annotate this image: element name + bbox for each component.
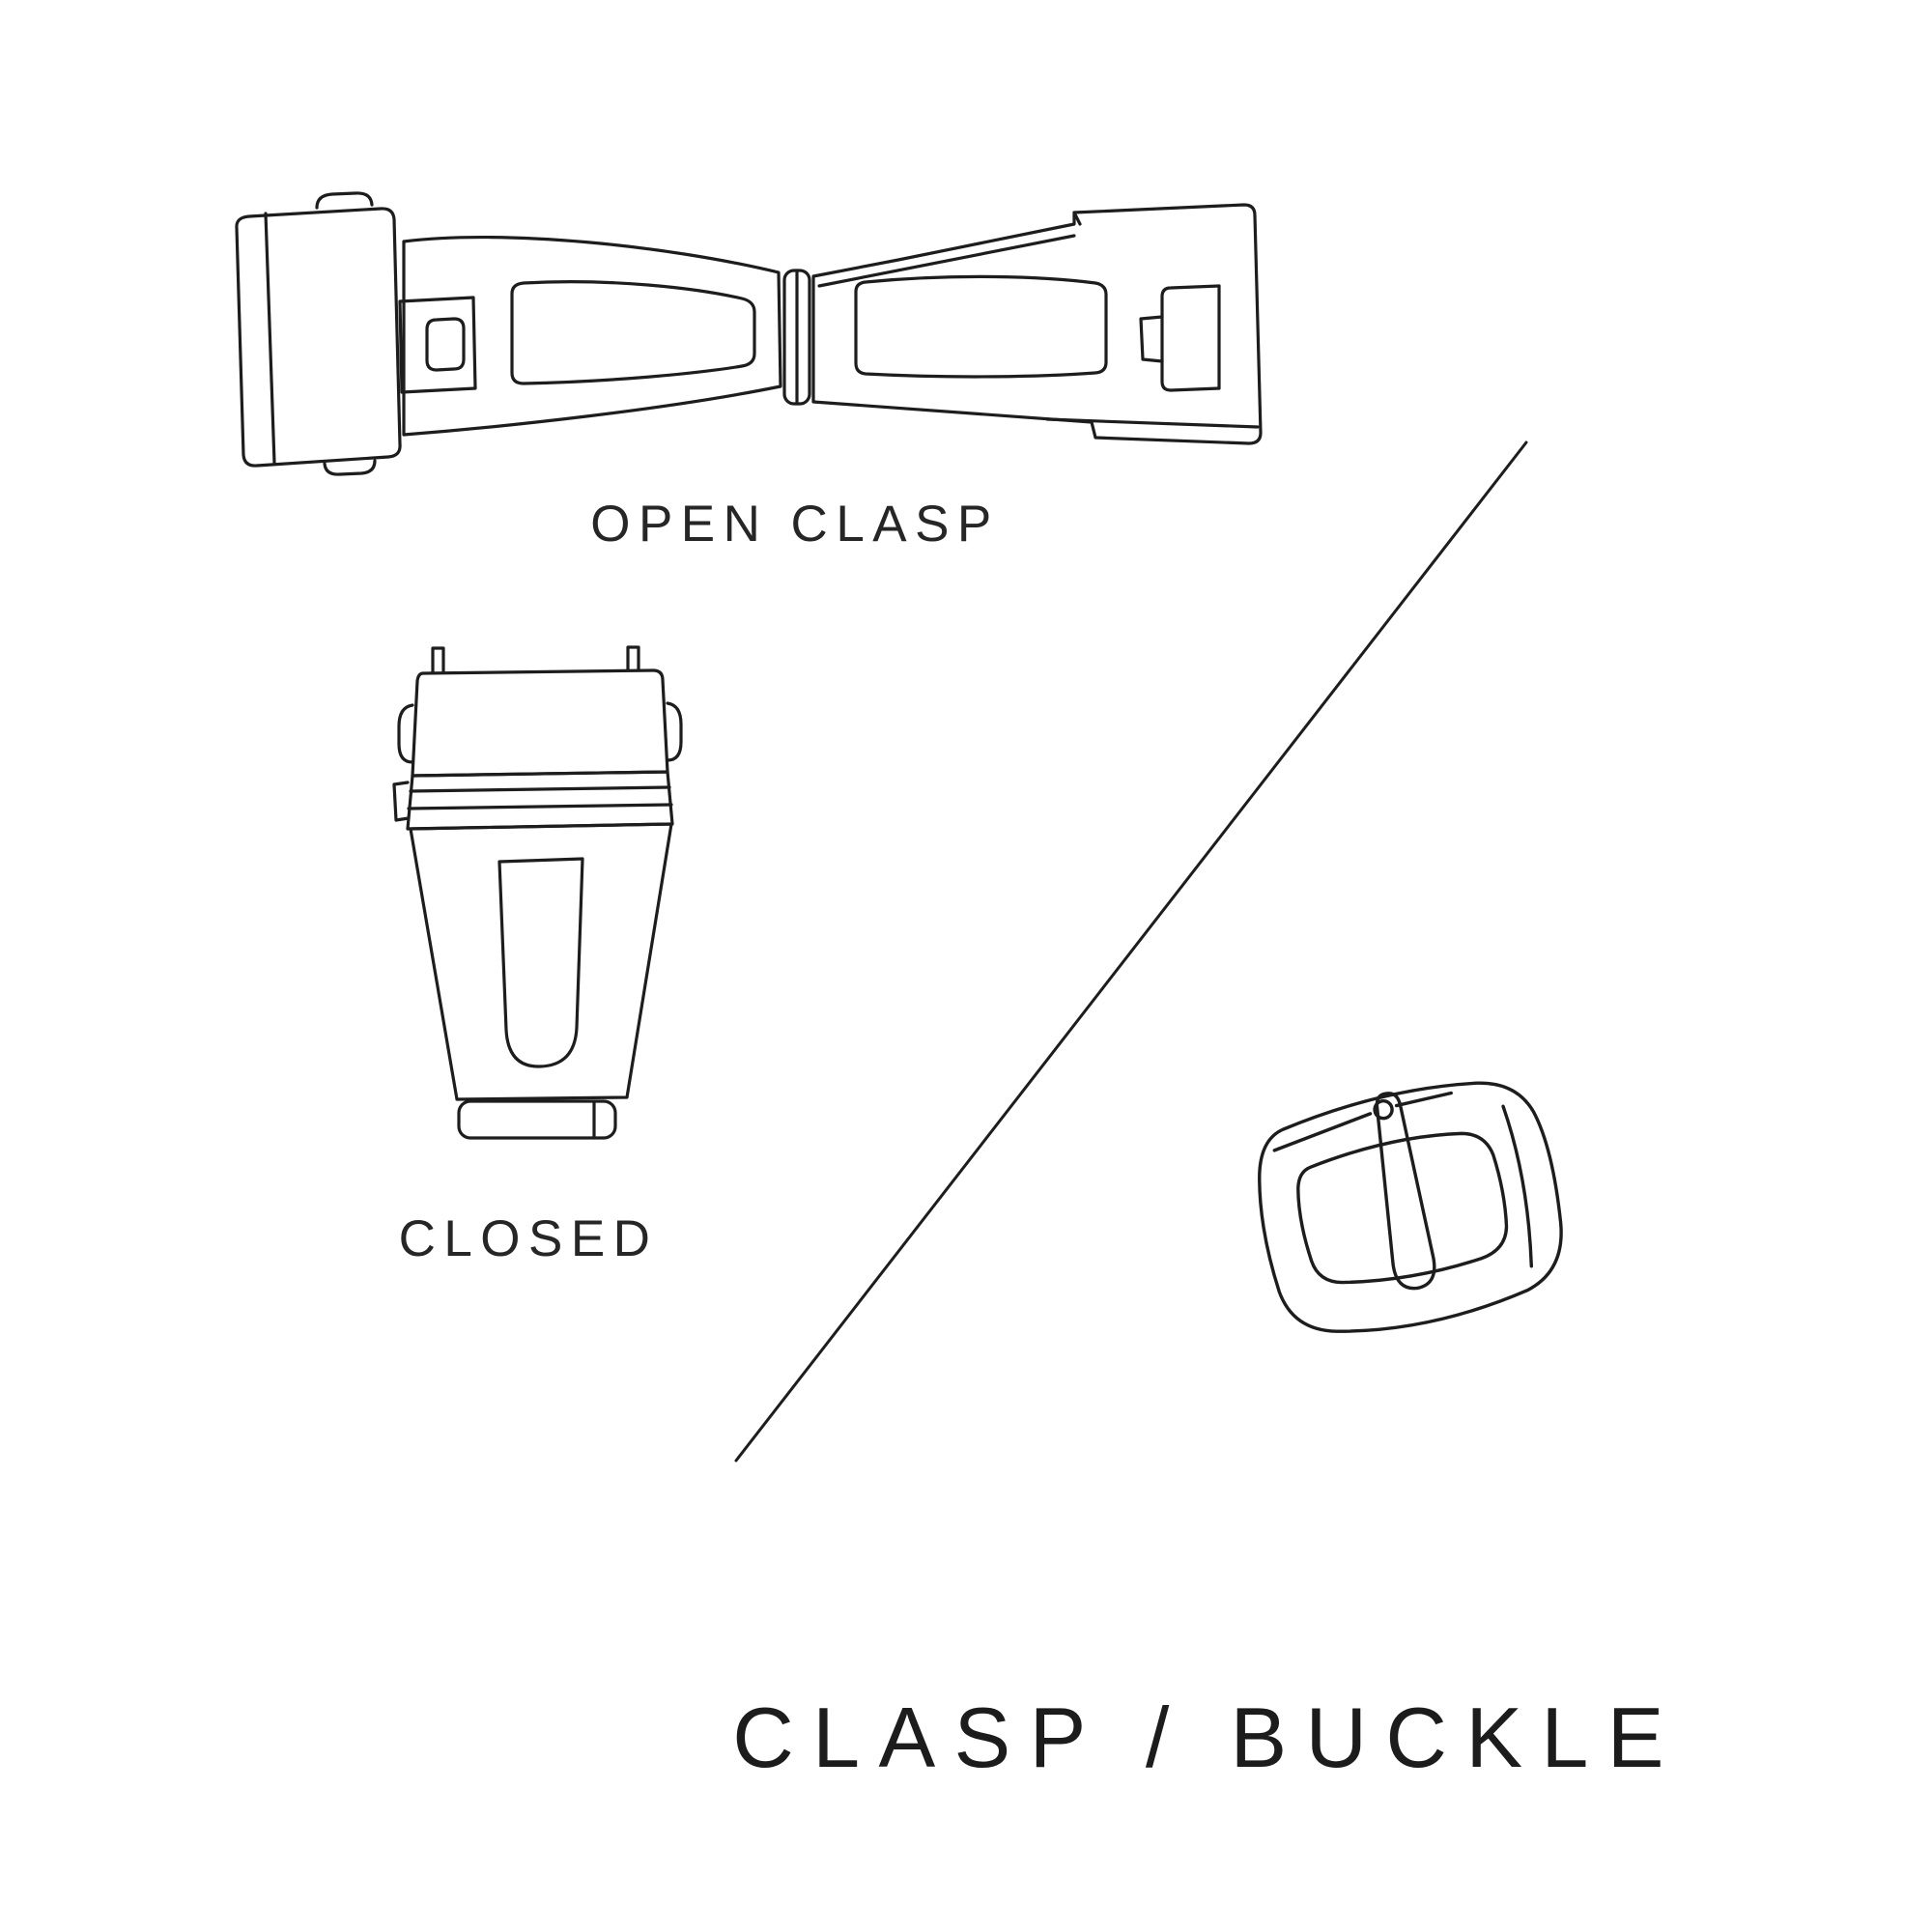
closed-clasp-illustration [392, 645, 683, 1140]
open-clasp-illustration [235, 191, 1263, 476]
diagonal-divider-line [734, 440, 1528, 1463]
diagram-title: CLASP / BUCKLE [732, 1690, 1683, 1785]
pin-buckle-illustration [1258, 1081, 1563, 1333]
closed-clasp-label: CLOSED [398, 1210, 659, 1267]
open-clasp-label: OPEN CLASP [590, 496, 1000, 553]
